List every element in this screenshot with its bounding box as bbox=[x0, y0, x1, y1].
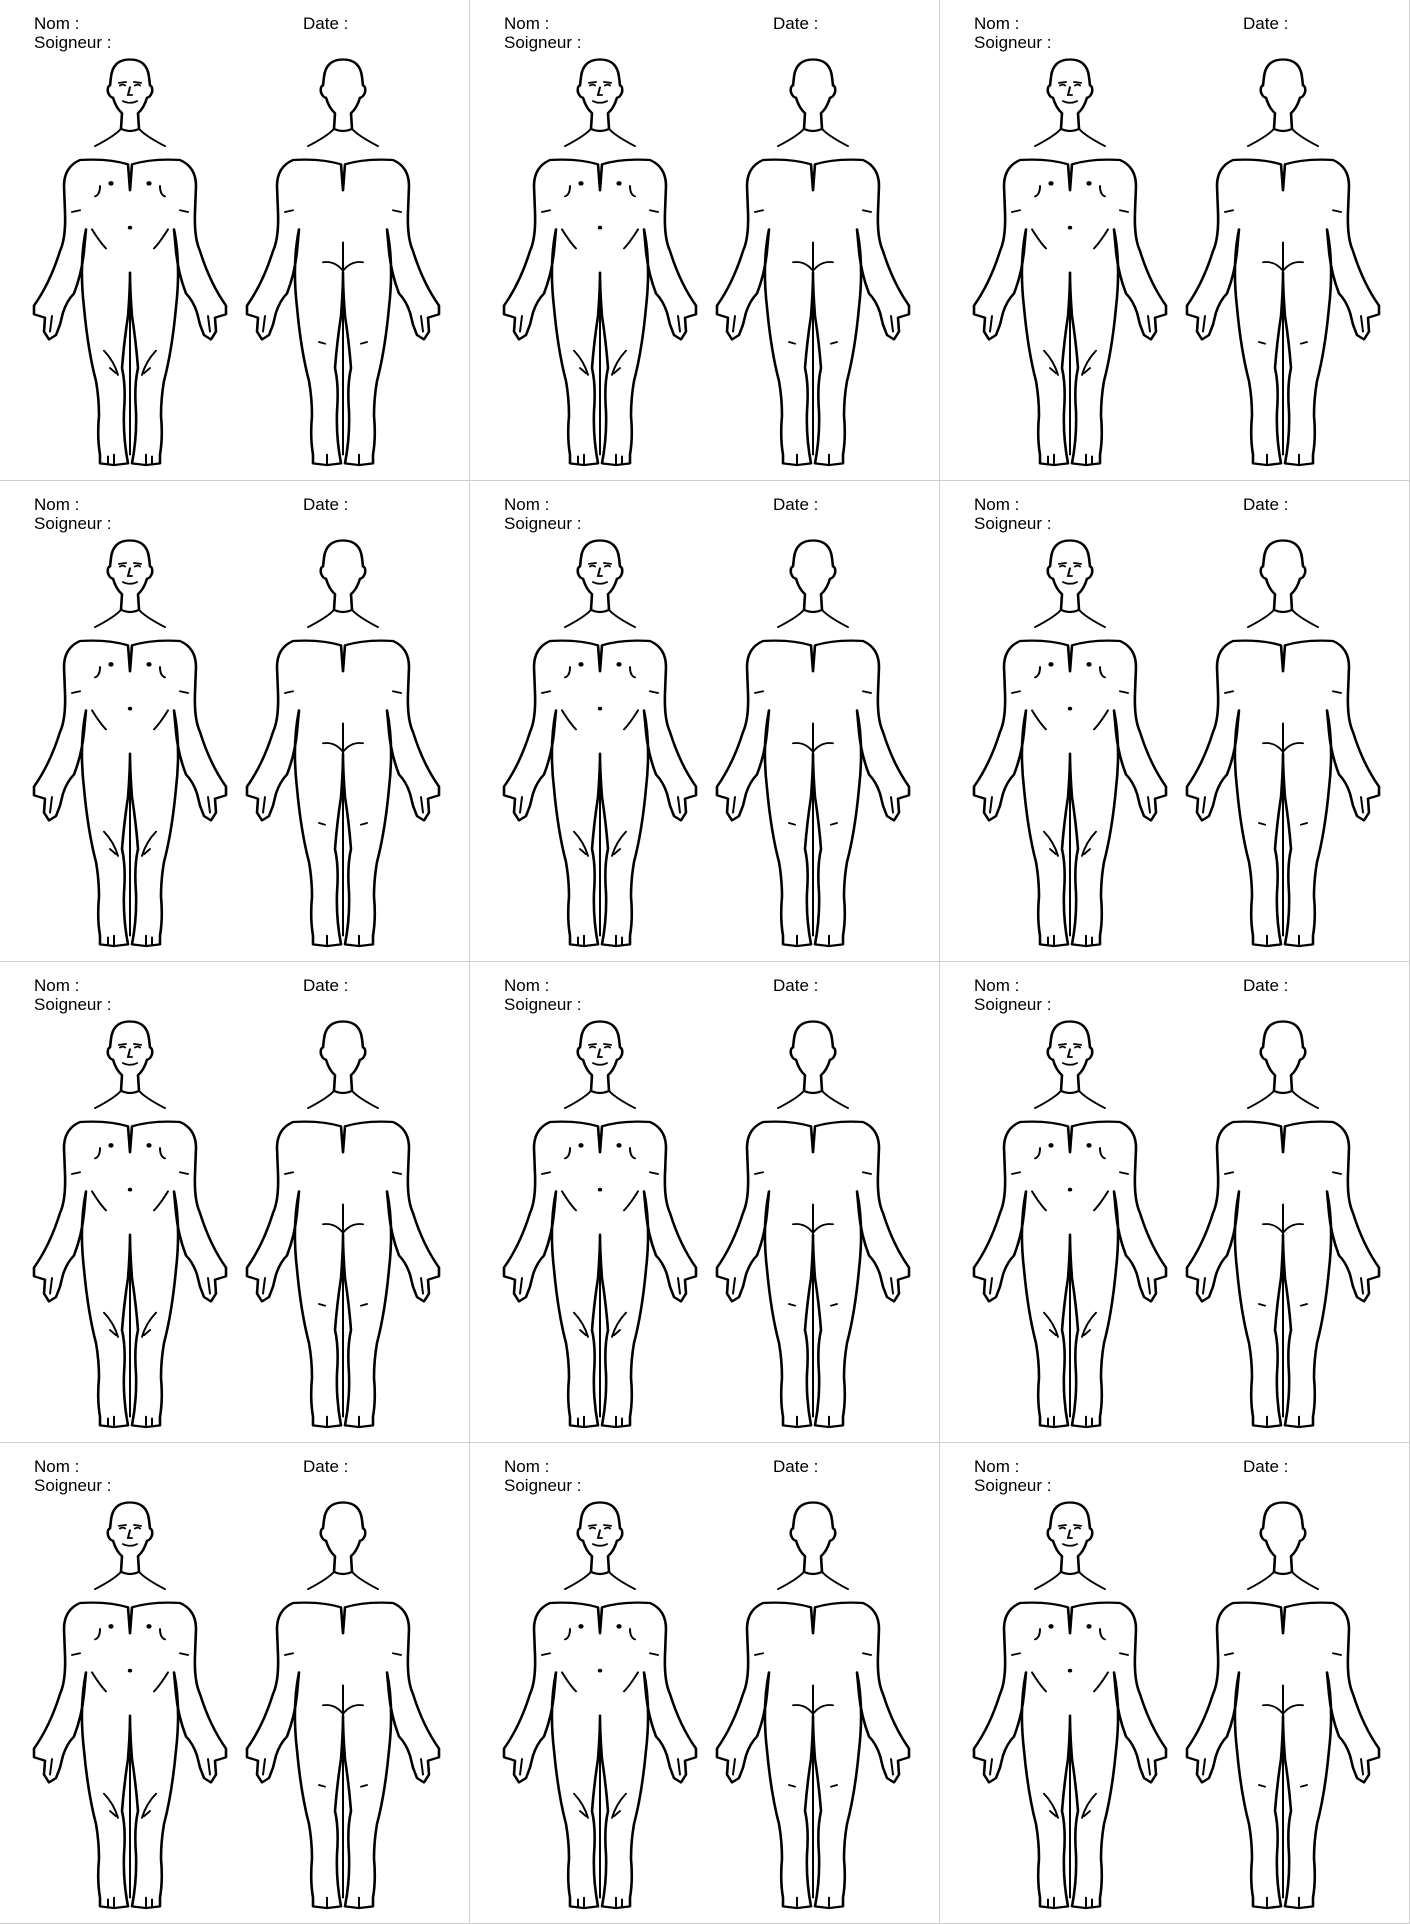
caregiver-label: Soigneur : bbox=[504, 995, 582, 1014]
caregiver-label: Soigneur : bbox=[504, 1476, 582, 1495]
date-label: Date : bbox=[303, 1457, 348, 1476]
caregiver-label: Soigneur : bbox=[504, 514, 582, 533]
back-body-view bbox=[1183, 56, 1383, 472]
date-label: Date : bbox=[1243, 495, 1288, 514]
name-label: Nom : bbox=[974, 1457, 1019, 1476]
name-label: Nom : bbox=[974, 976, 1019, 995]
date-label: Date : bbox=[773, 976, 818, 995]
front-body-view bbox=[30, 56, 230, 472]
date-label: Date : bbox=[773, 1457, 818, 1476]
front-body-view bbox=[30, 1018, 230, 1434]
date-label: Date : bbox=[773, 14, 818, 33]
date-label: Date : bbox=[1243, 14, 1288, 33]
name-label: Nom : bbox=[504, 495, 549, 514]
name-label: Nom : bbox=[34, 976, 79, 995]
body-chart-card: Nom :Soigneur : Date : bbox=[0, 962, 470, 1443]
name-label: Nom : bbox=[974, 14, 1019, 33]
body-chart-card: Nom :Soigneur : Date : bbox=[470, 481, 940, 962]
back-body-view bbox=[713, 56, 913, 472]
front-body-view bbox=[970, 537, 1170, 953]
back-body-view bbox=[713, 537, 913, 953]
caregiver-label: Soigneur : bbox=[974, 514, 1052, 533]
date-label: Date : bbox=[773, 495, 818, 514]
date-label: Date : bbox=[1243, 1457, 1288, 1476]
name-label: Nom : bbox=[34, 495, 79, 514]
date-label: Date : bbox=[303, 14, 348, 33]
body-chart-card: Nom :Soigneur : Date : bbox=[940, 1443, 1410, 1924]
name-label: Nom : bbox=[504, 976, 549, 995]
caregiver-label: Soigneur : bbox=[34, 995, 112, 1014]
body-chart-card: Nom :Soigneur : Date : bbox=[470, 962, 940, 1443]
caregiver-label: Soigneur : bbox=[974, 995, 1052, 1014]
front-body-view bbox=[970, 56, 1170, 472]
caregiver-label: Soigneur : bbox=[34, 514, 112, 533]
front-body-view bbox=[970, 1499, 1170, 1915]
name-label: Nom : bbox=[974, 495, 1019, 514]
name-label: Nom : bbox=[34, 1457, 79, 1476]
back-body-view bbox=[1183, 1499, 1383, 1915]
back-body-view bbox=[243, 537, 443, 953]
body-chart-card: Nom :Soigneur : Date : bbox=[0, 1443, 470, 1924]
caregiver-label: Soigneur : bbox=[504, 33, 582, 52]
body-chart-card: Nom :Soigneur : Date : bbox=[470, 1443, 940, 1924]
back-body-view bbox=[713, 1018, 913, 1434]
name-label: Nom : bbox=[34, 14, 79, 33]
front-body-view bbox=[500, 537, 700, 953]
back-body-view bbox=[713, 1499, 913, 1915]
body-chart-card: Nom :Soigneur : Date : bbox=[940, 481, 1410, 962]
front-body-view bbox=[30, 1499, 230, 1915]
date-label: Date : bbox=[303, 495, 348, 514]
back-body-view bbox=[243, 1018, 443, 1434]
body-chart-card: Nom :Soigneur : Date : bbox=[0, 481, 470, 962]
body-chart-card: Nom :Soigneur : Date : bbox=[940, 962, 1410, 1443]
back-body-view bbox=[243, 1499, 443, 1915]
front-body-view bbox=[500, 1018, 700, 1434]
caregiver-label: Soigneur : bbox=[974, 1476, 1052, 1495]
date-label: Date : bbox=[1243, 976, 1288, 995]
body-chart-card: Nom :Soigneur : Date : bbox=[470, 0, 940, 481]
back-body-view bbox=[1183, 537, 1383, 953]
caregiver-label: Soigneur : bbox=[34, 1476, 112, 1495]
front-body-view bbox=[30, 537, 230, 953]
caregiver-label: Soigneur : bbox=[34, 33, 112, 52]
name-label: Nom : bbox=[504, 14, 549, 33]
back-body-view bbox=[243, 56, 443, 472]
body-chart-card: Nom :Soigneur : Date : bbox=[0, 0, 470, 481]
name-label: Nom : bbox=[504, 1457, 549, 1476]
caregiver-label: Soigneur : bbox=[974, 33, 1052, 52]
body-chart-card: Nom :Soigneur : Date : bbox=[940, 0, 1410, 481]
back-body-view bbox=[1183, 1018, 1383, 1434]
front-body-view bbox=[500, 56, 700, 472]
front-body-view bbox=[970, 1018, 1170, 1434]
front-body-view bbox=[500, 1499, 700, 1915]
date-label: Date : bbox=[303, 976, 348, 995]
